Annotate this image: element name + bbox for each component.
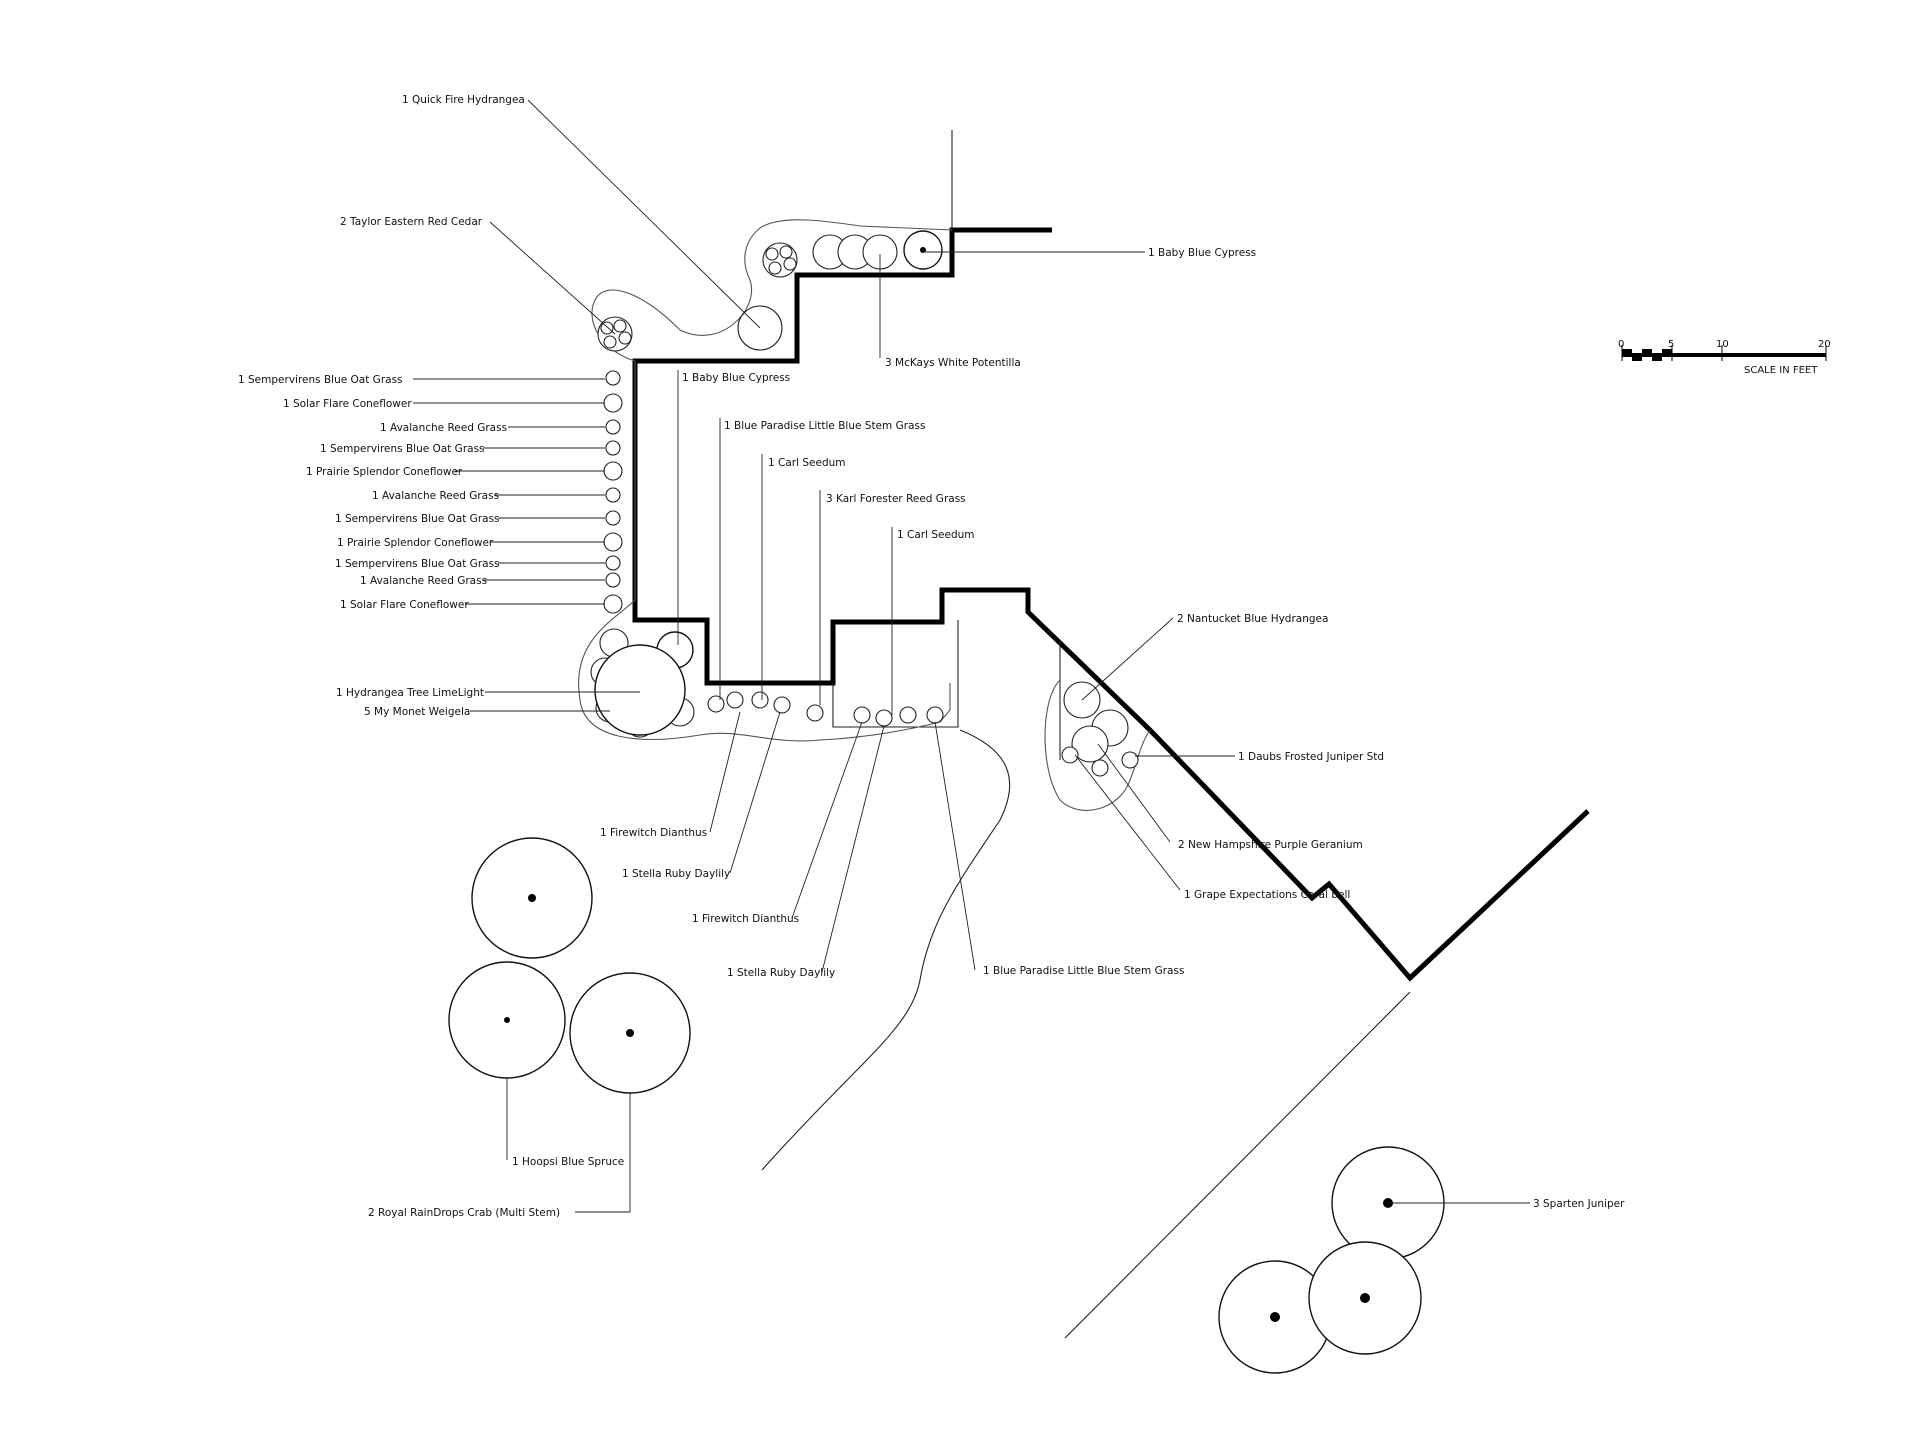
label-taylor-red-cedar: 2 Taylor Eastern Red Cedar — [340, 216, 483, 228]
west-bed-perennials — [603, 370, 623, 614]
front-bed-plants — [707, 691, 944, 727]
label-spartan-juniper: 3 Sparten Juniper — [1533, 1198, 1625, 1210]
label-hoopsi-spruce: 1 Hoopsi Blue Spruce — [512, 1156, 624, 1168]
label-hydrangea-limelight: 1 Hydrangea Tree LimeLight — [336, 687, 484, 699]
potentilla-symbols — [812, 234, 898, 270]
scale-tick-20: 20 — [1818, 339, 1831, 350]
spartan-juniper-3 — [1308, 1241, 1422, 1355]
label-stella-1: 1 Stella Ruby Daylily — [622, 868, 730, 880]
royal-raindrops-crab-1 — [471, 837, 593, 959]
label-firewitch-2: 1 Firewitch Dianthus — [692, 913, 799, 925]
scale-tick-5: 5 — [1668, 339, 1674, 350]
bed-north — [578, 361, 951, 742]
label-baby-blue-cypress-mid: 1 Baby Blue Cypress — [682, 372, 790, 384]
bed-corner — [591, 219, 953, 362]
scale-tick-10: 10 — [1716, 339, 1729, 350]
east-bed-plants — [1061, 681, 1139, 777]
spartan-juniper-2 — [1218, 1260, 1332, 1374]
scale-caption: SCALE IN FEET — [1744, 365, 1818, 376]
house-outline — [632, 227, 1590, 982]
label-carl-seedum-2: 1 Carl Seedum — [897, 529, 975, 541]
label-nantucket-hydrangea: 2 Nantucket Blue Hydrangea — [1177, 613, 1328, 625]
label-avalanche-1: 1 Avalanche Reed Grass — [380, 422, 507, 434]
label-firewitch-1: 1 Firewitch Dianthus — [600, 827, 707, 839]
scale-tick-0: 0 — [1618, 339, 1624, 350]
label-mckays-potentilla: 3 McKays White Potentilla — [885, 357, 1021, 369]
label-prairie-splendor-1: 1 Prairie Splendor Coneflower — [306, 466, 463, 478]
label-my-monet-weigela: 5 My Monet Weigela — [364, 706, 470, 718]
label-sempervirens-3: 1 Sempervirens Blue Oat Grass — [335, 513, 500, 525]
label-blue-paradise-1: 1 Blue Paradise Little Blue Stem Grass — [724, 420, 925, 432]
label-avalanche-2: 1 Avalanche Reed Grass — [372, 490, 499, 502]
label-quick-fire-hydrangea: 1 Quick Fire Hydrangea — [402, 94, 525, 106]
cypress-center-dot — [920, 247, 926, 253]
label-sempervirens-2: 1 Sempervirens Blue Oat Grass — [320, 443, 485, 455]
cedar-symbol-2 — [762, 242, 798, 278]
label-blue-paradise-2: 1 Blue Paradise Little Blue Stem Grass — [983, 965, 1184, 977]
leaders — [413, 99, 1530, 1213]
label-solar-flare-2: 1 Solar Flare Coneflower — [340, 599, 469, 611]
label-daubs-juniper: 1 Daubs Frosted Juniper Std — [1238, 751, 1384, 763]
label-grape-coral-bell: 1 Grape Expectations Coral bell — [1184, 889, 1350, 901]
label-karl-forester: 3 Karl Forester Reed Grass — [826, 493, 966, 505]
label-baby-blue-cypress-top: 1 Baby Blue Cypress — [1148, 247, 1256, 259]
royal-raindrops-crab-2 — [569, 972, 691, 1094]
label-prairie-splendor-2: 1 Prairie Splendor Coneflower — [337, 537, 494, 549]
label-sempervirens-1: 1 Sempervirens Blue Oat Grass — [238, 374, 403, 386]
lot-line — [1064, 991, 1411, 1339]
label-royal-raindrops: 2 Royal RainDrops Crab (Multi Stem) — [368, 1207, 560, 1219]
label-stella-2: 1 Stella Ruby Daylily — [727, 967, 835, 979]
label-avalanche-3: 1 Avalanche Reed Grass — [360, 575, 487, 587]
label-sempervirens-4: 1 Sempervirens Blue Oat Grass — [335, 558, 500, 570]
driveway-edge — [761, 729, 1011, 1171]
label-solar-flare-1: 1 Solar Flare Coneflower — [283, 398, 412, 410]
label-carl-seedum-1: 1 Carl Seedum — [768, 457, 846, 469]
hoopsi-blue-spruce — [448, 961, 566, 1079]
weigela-cluster — [590, 628, 695, 738]
label-new-hampshire-geranium: 2 New Hampshire Purple Geranium — [1178, 839, 1363, 851]
scale-bar: 0 5 10 20 SCALE IN FEET — [1618, 339, 1831, 376]
interior-wall — [832, 620, 959, 728]
